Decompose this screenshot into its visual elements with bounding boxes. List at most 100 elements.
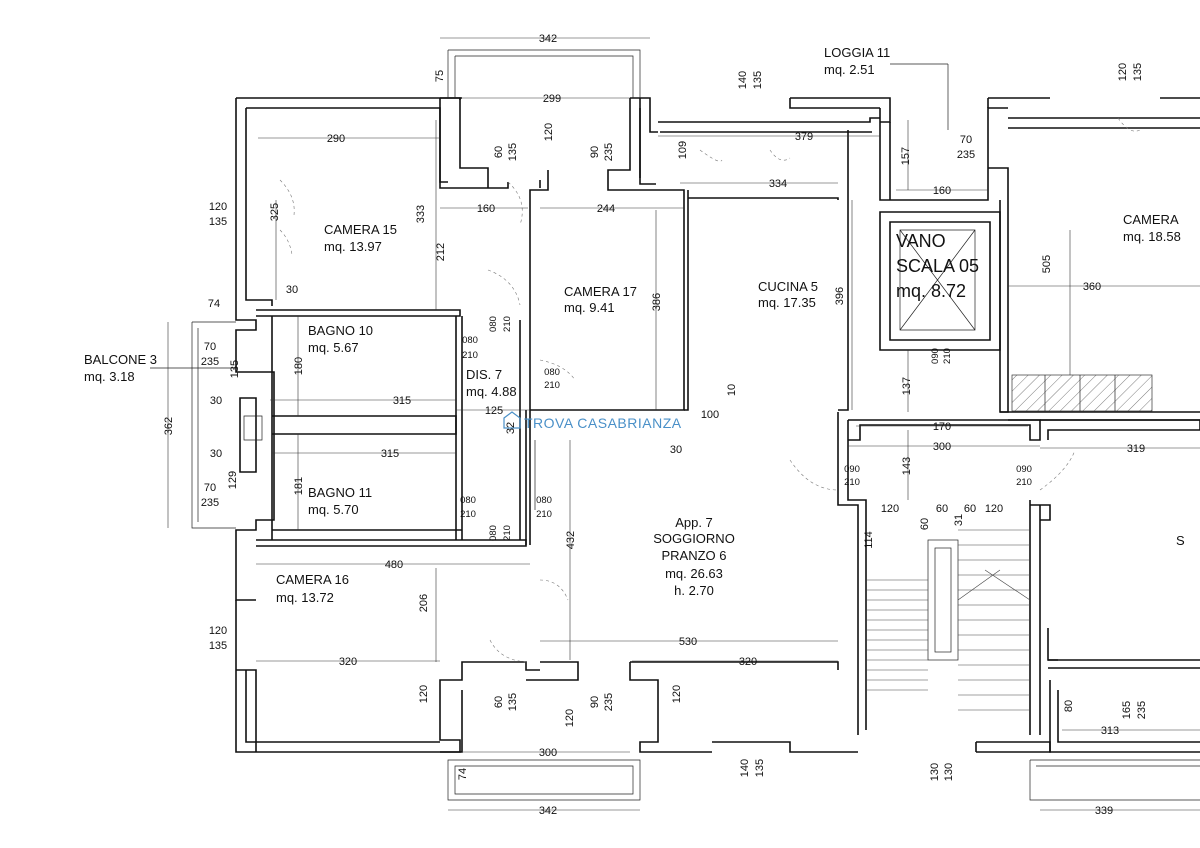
dim: 235: [201, 497, 219, 509]
dim: 210: [942, 348, 953, 364]
room-camera17-area: mq. 9.41: [564, 300, 615, 315]
dim: 432: [565, 531, 577, 549]
edge-letter: S: [1176, 533, 1185, 548]
watermark-text: TROVA CASABRIANZA: [524, 415, 682, 431]
dim: 313: [1101, 725, 1119, 737]
dim: 140: [737, 71, 749, 89]
room-vano-area: mq. 8.72: [896, 281, 966, 301]
room-balcone3-area: mq. 3.18: [84, 369, 135, 384]
dim: 090: [844, 464, 860, 475]
dim: 70: [204, 341, 216, 353]
dim: 70: [204, 482, 216, 494]
dim: 60: [936, 503, 948, 515]
dim: 181: [293, 477, 305, 495]
dim: 90: [589, 696, 601, 708]
dim: 315: [381, 448, 399, 460]
dim: 235: [603, 693, 615, 711]
dim: 135: [507, 143, 519, 161]
dim: 325: [269, 203, 281, 221]
dim: 530: [679, 636, 697, 648]
room-camera-right-area: mq. 18.58: [1123, 229, 1181, 244]
dim: 30: [670, 444, 682, 456]
dim: 300: [933, 441, 951, 453]
dimension-texts: 342 75 299 290 120 60 135 90 235 140 135…: [163, 33, 1148, 817]
room-soggiorno-line2: SOGGIORNO: [653, 531, 735, 546]
dim: 235: [1136, 701, 1148, 719]
dim: 60: [493, 146, 505, 158]
dim: 210: [1016, 477, 1032, 488]
room-vano-line2: SCALA 05: [896, 256, 979, 276]
dim: 080: [488, 525, 499, 541]
room-loggia11-area: mq. 2.51: [824, 62, 875, 77]
dim: 235: [201, 356, 219, 368]
room-camera16-name: CAMERA 16: [276, 572, 349, 587]
dim: 315: [393, 395, 411, 407]
dim: 333: [415, 205, 427, 223]
dim: 120: [543, 123, 555, 141]
dim: 080: [536, 495, 552, 506]
dim: 100: [701, 409, 719, 421]
dim: 210: [536, 509, 552, 520]
dim: 210: [844, 477, 860, 488]
dim: 135: [1132, 63, 1144, 81]
dim: 135: [752, 71, 764, 89]
dim: 170: [933, 421, 951, 433]
room-balcone3-name: BALCONE 3: [84, 352, 157, 367]
dim: 137: [901, 377, 913, 395]
room-bagno10-area: mq. 5.67: [308, 340, 359, 355]
dim: 130: [929, 763, 941, 781]
dim: 090: [1016, 464, 1032, 475]
dim: 143: [901, 457, 913, 475]
dim: 339: [1095, 805, 1113, 817]
dim: 120: [209, 625, 227, 637]
dim: 135: [507, 693, 519, 711]
dim: 60: [493, 696, 505, 708]
room-loggia11-name: LOGGIA 11: [824, 45, 890, 60]
dim: 60: [964, 503, 976, 515]
dim: 210: [462, 350, 478, 361]
dim: 210: [502, 525, 513, 541]
dim: 32: [505, 422, 517, 434]
dim: 120: [671, 685, 683, 703]
dim: 180: [293, 357, 305, 375]
dim: 379: [795, 131, 813, 143]
dim: 165: [1121, 701, 1133, 719]
dim: 299: [543, 93, 561, 105]
dim: 212: [435, 243, 447, 261]
dim: 210: [544, 380, 560, 391]
dim: 235: [603, 143, 615, 161]
dim: 114: [863, 531, 875, 549]
dim: 125: [485, 405, 503, 417]
room-camera15-area: mq. 13.97: [324, 239, 382, 254]
watermark: TROVA CASABRIANZA: [503, 411, 682, 431]
room-dis7-name: DIS. 7: [466, 367, 502, 382]
dim: 480: [385, 559, 403, 571]
dim: 080: [544, 367, 560, 378]
walls: [191, 49, 1200, 801]
dim: 70: [960, 134, 972, 146]
dim: 319: [1127, 443, 1145, 455]
dim: 80: [1063, 700, 1075, 712]
dim: 120: [985, 503, 1003, 515]
dim: 080: [462, 335, 478, 346]
dim: 90: [589, 146, 601, 158]
dim: 109: [677, 141, 689, 159]
dim: 10: [726, 384, 738, 396]
dim: 130: [943, 763, 955, 781]
dim: 135: [229, 360, 241, 378]
dim: 360: [1083, 281, 1101, 293]
dim: 30: [286, 284, 298, 296]
room-bagno10-name: BAGNO 10: [308, 323, 373, 338]
dim: 60: [919, 518, 931, 530]
dim: 396: [834, 287, 846, 305]
room-soggiorno-area: mq. 26.63: [665, 566, 723, 581]
dim: 31: [953, 514, 965, 526]
room-camera15-name: CAMERA 15: [324, 222, 397, 237]
dim: 74: [457, 768, 469, 780]
room-dis7-area: mq. 4.88: [466, 384, 517, 399]
room-labels: CAMERA 15 mq. 13.97 CAMERA 17 mq. 9.41 C…: [84, 45, 1185, 605]
dim: 320: [739, 656, 757, 668]
dim: 120: [564, 709, 576, 727]
dim: 120: [209, 201, 227, 213]
